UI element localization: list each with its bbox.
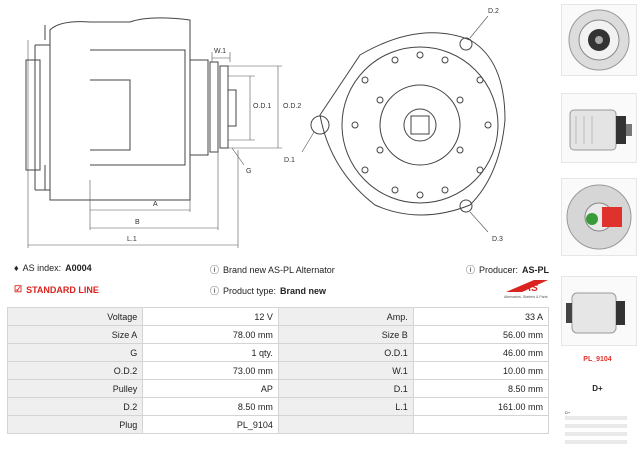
spec-key: Plug [6,415,144,434]
legend-row [565,416,627,420]
legend-row [565,424,627,428]
spec-value: 56.00 mm [412,325,550,344]
producer-label: Producer: [479,264,519,275]
description-text: Brand new AS-PL Alternator [223,264,335,275]
standard-line-label: STANDARD LINE [26,284,99,295]
legend-row [565,440,627,444]
dim-d3-label: D.3 [492,236,503,243]
dim-d1-label: D.1 [284,157,295,164]
dim-g-label: G [246,168,251,175]
spec-key: D.2 [6,397,144,416]
checkbox-icon: ☑ [14,284,23,294]
svg-text:AS: AS [523,283,538,294]
spec-value: 73.00 mm [142,361,279,380]
info-icon: ⓘ [466,265,476,275]
dim-od1-label: O.D.1 [253,103,271,110]
pulley-outline [209,61,219,153]
legend-row [565,432,627,436]
spec-key: O.D.2 [6,361,144,380]
alternator-drawing-svg: A B L.1 W.1 G O.D.1 O.D.2 [25,8,506,248]
spec-key [277,415,414,434]
spec-value: 12 V [142,307,279,326]
spec-value [412,415,550,434]
spec-value: 46.00 mm [412,343,550,362]
product-type-row: ⓘ Product type: Brand new [210,284,326,297]
thumbnail-side[interactable] [561,93,637,163]
spec-value: 8.50 mm [412,379,550,398]
dim-l1-label: L.1 [127,236,137,243]
spec-value: 10.00 mm [412,361,550,380]
spec-key: L.1 [277,397,414,416]
spec-key: Size A [6,325,144,344]
producer-value: AS-PL [522,264,550,275]
spec-key: Amp. [277,307,414,326]
dim-b-label: B [135,219,140,226]
thumbnail-plug[interactable] [561,276,637,346]
as-pl-logo: AS Alternators, Starters & Parts [504,278,552,300]
svg-text:Alternators, Starters & Parts: Alternators, Starters & Parts [504,295,548,299]
alternator-side-outline [49,17,191,201]
description-row: ⓘ Brand new AS-PL Alternator [210,263,335,276]
thumbnail-rear[interactable] [561,178,637,256]
spec-value: PL_9104 [142,415,279,434]
spec-key: D.1 [277,379,414,398]
product-type-label: Product type: [223,285,277,296]
dim-od2-label: O.D.2 [283,103,301,110]
legend-terminal: D+ [565,410,571,415]
spec-key: Voltage [6,307,144,326]
spec-value: 161.00 mm [412,397,550,416]
spec-value: 1 qty. [142,343,279,362]
plug-terminal-label: D+ [592,384,603,393]
dim-d2-label: D.2 [488,8,499,15]
spec-key: O.D.1 [277,343,414,362]
spec-value: 8.50 mm [142,397,279,416]
spec-key: Size B [277,325,414,344]
technical-drawing: A B L.1 W.1 G O.D.1 O.D.2 [0,0,555,255]
as-index-label: AS index: [22,263,62,273]
plug-code-label: PL_9104 [583,356,612,363]
logo-svg: AS Alternators, Starters & Parts [504,280,548,299]
product-type-value: Brand new [280,285,327,296]
thumbnail-front[interactable] [561,4,637,76]
spec-value: AP [142,379,279,398]
spec-value: 33 A [412,307,550,326]
dim-a-label: A [153,201,158,208]
spec-key: W.1 [277,361,414,380]
info-icon: ⓘ [210,286,220,296]
as-index-row: ♦ AS index: A0004 [14,263,92,273]
as-index-value: A0004 [65,263,92,273]
tag-icon: ♦ [14,263,19,273]
producer-row: ⓘ Producer: AS-PL [466,263,549,276]
alternator-front-view [310,32,506,216]
info-icon: ⓘ [210,265,220,275]
dim-w1-label: W.1 [214,48,226,55]
standard-line-row: ☑ STANDARD LINE [14,284,99,295]
product-gallery: PL_9104 D+ D+ [555,0,640,451]
spec-key: G [6,343,144,362]
spec-key: Pulley [6,379,144,398]
spec-value: 78.00 mm [142,325,279,344]
